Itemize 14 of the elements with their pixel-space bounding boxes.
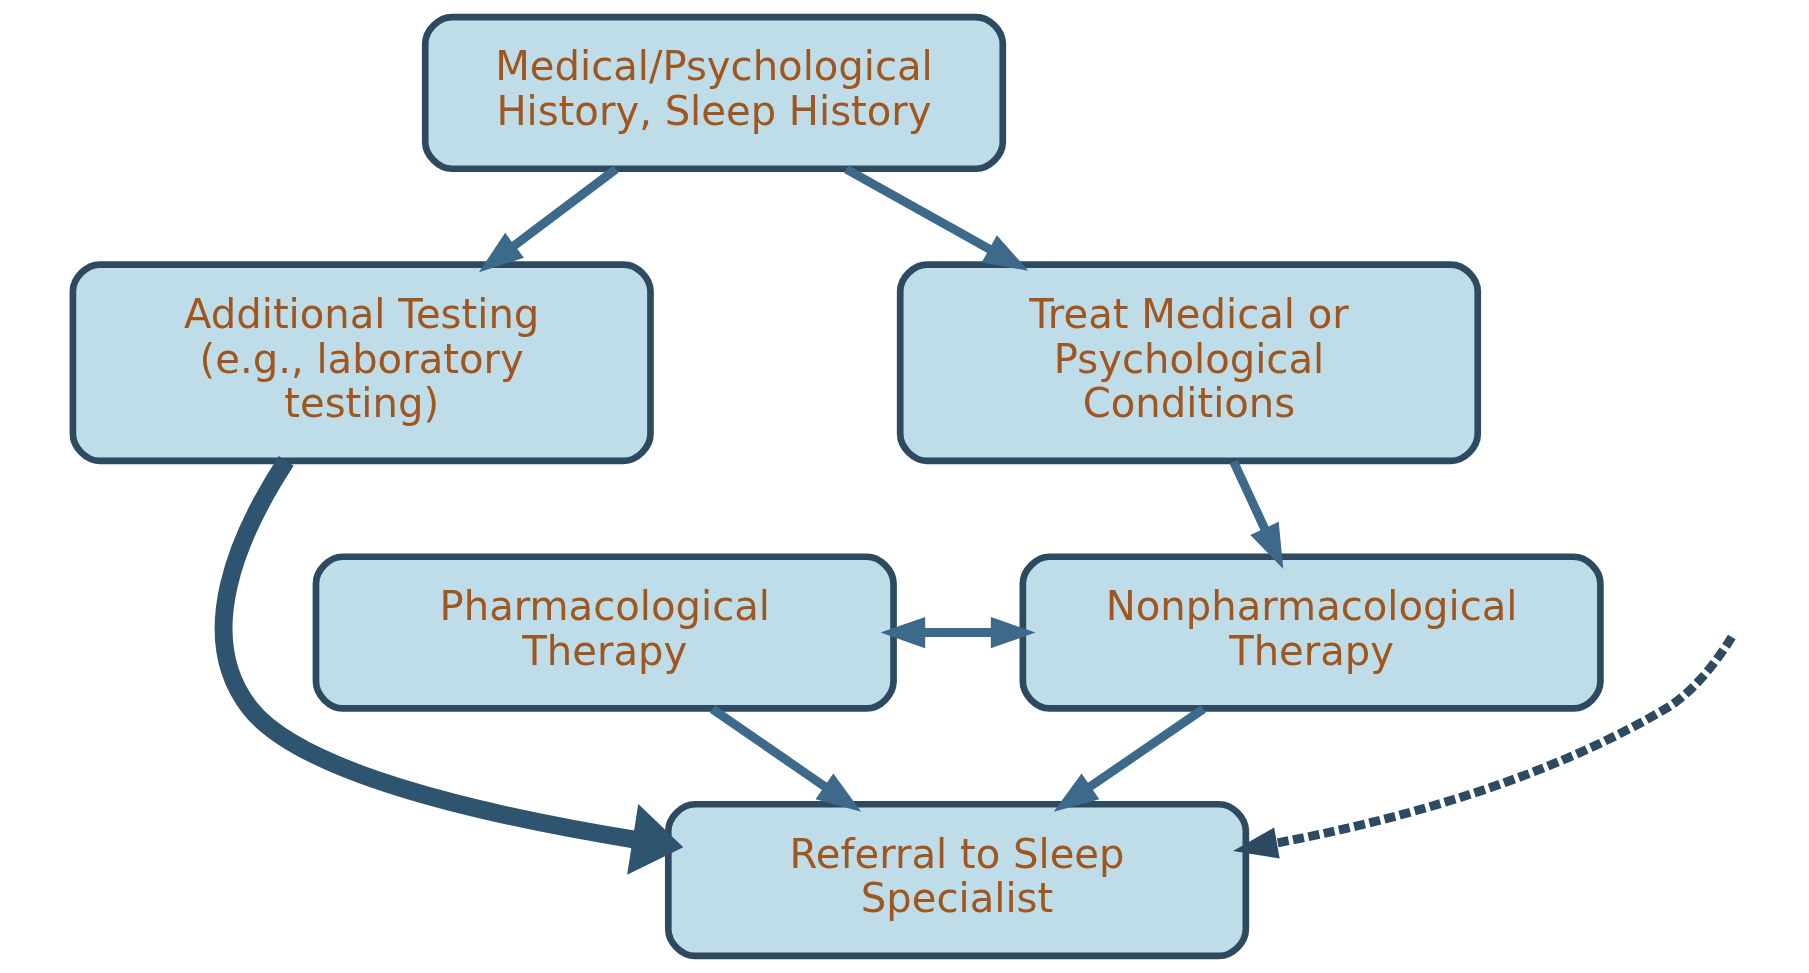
arrow [1229,459,1283,569]
node-box: Medical/Psychological History, Sleep History [421,13,1006,173]
arrow [879,616,1036,649]
node-box: Treat Medical or Psychological Conditions [896,261,1481,465]
arrow [1053,705,1206,812]
node-box: Pharmacological Therapy [312,553,897,712]
arrow [1232,634,1736,859]
node-box: Additional Testing (e.g., laboratory testing) [69,261,654,465]
node-box: Nonpharmacological Therapy [1019,553,1604,712]
arrow [709,705,861,812]
arrow [214,456,683,875]
arrow [478,165,619,273]
node-box: Referral to Sleep Specialist [664,800,1249,960]
arrow [843,165,1028,271]
